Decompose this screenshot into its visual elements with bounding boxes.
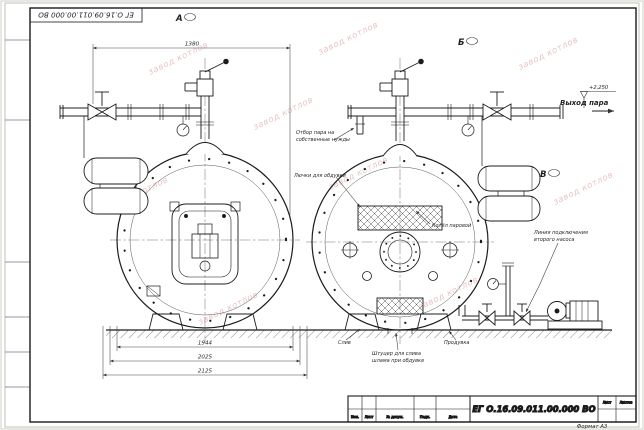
designation-top-box: ЕГ О.16.09.011.00.000 ВО xyxy=(29,7,143,23)
title-block: Изм. Лист № докум. Подп. Дата ЕГ О.16.09… xyxy=(347,395,637,423)
dim-width-inner: 1944 xyxy=(198,341,213,347)
dim-top-width: 1380 xyxy=(185,42,200,48)
safety-valve-right xyxy=(379,58,424,97)
watermark-text: завод котлов xyxy=(552,170,615,208)
steam-tap-stub xyxy=(347,105,396,135)
steam-dome-left xyxy=(185,96,225,155)
title-block-designation: ЕГ О.16.09.011.00.000 ВО xyxy=(472,404,595,414)
view-marker-b-label: Б xyxy=(458,38,465,48)
steam-outlet: Выход пара +2,250 xyxy=(560,85,616,114)
left-boiler-view xyxy=(59,58,294,331)
stamp-col-sign: Подп. xyxy=(420,415,430,419)
elevation-mark xyxy=(579,91,616,108)
gate-valve-left xyxy=(87,91,117,121)
blow-hatch-panel-bottom xyxy=(376,297,424,315)
annotation-steam-tap-line1: Отбор пара на xyxy=(296,130,334,136)
dimension-lines xyxy=(92,44,308,379)
economizer-left xyxy=(83,116,149,215)
blow-hatch-panel-top xyxy=(357,205,443,231)
view-marker-v: В xyxy=(540,169,560,180)
designation-rotated: ЕГ О.16.09.011.00.000 ВО xyxy=(38,11,134,20)
sight-glasses xyxy=(341,241,459,281)
gate-valve-outlet xyxy=(482,91,512,121)
view-marker-b-bubble xyxy=(466,37,478,45)
bolt-circle xyxy=(317,159,483,325)
annotation-drain: Слив xyxy=(338,340,351,346)
watermark-text: завод котлов xyxy=(252,95,315,133)
view-marker-a: А xyxy=(175,13,196,24)
safety-valve-left xyxy=(184,58,229,97)
annotation-sludge-line1: Штуцер для слива xyxy=(372,351,421,357)
stamp-col-list: Лист xyxy=(365,415,374,419)
feed-pump xyxy=(547,300,603,330)
view-marker-v-bubble xyxy=(548,169,560,177)
annotation-sludge-line2: шлама при обдувке xyxy=(372,358,424,364)
view-marker-a-label: А xyxy=(175,14,183,24)
annotation-boiler-label: Котёл паровой xyxy=(432,223,472,229)
elevation-label: +2,250 xyxy=(589,85,609,91)
pump-line-valve xyxy=(478,303,531,326)
steam-pipe-left xyxy=(59,91,201,137)
dim-width-mid: 2025 xyxy=(198,355,213,361)
annotation-steam-tap-line2: собственные нужды xyxy=(296,137,350,143)
steam-dome-right xyxy=(382,96,418,157)
format-label: Формат А3 xyxy=(577,424,608,430)
steam-outlet-label: Выход пара xyxy=(560,99,609,107)
right-boiler-view xyxy=(311,58,564,334)
bolt-circle xyxy=(122,157,288,323)
annotation-blowdown: Продувка xyxy=(444,340,469,346)
stamp-cell-sheets: Листов xyxy=(620,401,633,405)
burner-port xyxy=(379,231,421,273)
stamp-col-date: Дата xyxy=(449,415,458,419)
annotation-second-pump-line2: второго насоса xyxy=(534,237,574,243)
nameplate xyxy=(146,285,161,297)
left-margin-dividers xyxy=(5,39,30,388)
gauge-riser xyxy=(487,262,514,316)
feed-pump-assembly xyxy=(458,262,603,330)
watermark-text: завод котлов xyxy=(317,20,380,58)
view-marker-b: Б xyxy=(458,37,478,48)
manhole-door xyxy=(169,201,241,285)
flange-inner-circle xyxy=(324,166,476,318)
flange-inner-circle xyxy=(129,164,281,316)
economizer-right xyxy=(477,116,541,222)
annotation-second-pump-line1: Линия подключения xyxy=(533,230,588,236)
annotation-leaders xyxy=(333,127,559,351)
saddle-support xyxy=(148,313,184,331)
saddle-support xyxy=(222,313,258,331)
annotation-blow-hatches: Лючки для обдувки xyxy=(293,173,347,179)
watermark-text: завод котлов xyxy=(517,35,580,73)
ground-line xyxy=(106,329,612,338)
stamp-col-izm: Изм. xyxy=(351,415,359,419)
steam-outlet-pipe xyxy=(404,91,564,137)
view-marker-a-bubble xyxy=(184,13,196,21)
stamp-cell-sheet: Лист xyxy=(603,401,612,405)
stamp-col-doc: № докум. xyxy=(387,415,404,419)
dim-width-outer: 2125 xyxy=(198,369,213,375)
watermark-text: завод котлов xyxy=(197,290,260,328)
view-marker-v-label: В xyxy=(540,170,546,180)
centerlines xyxy=(110,58,494,344)
